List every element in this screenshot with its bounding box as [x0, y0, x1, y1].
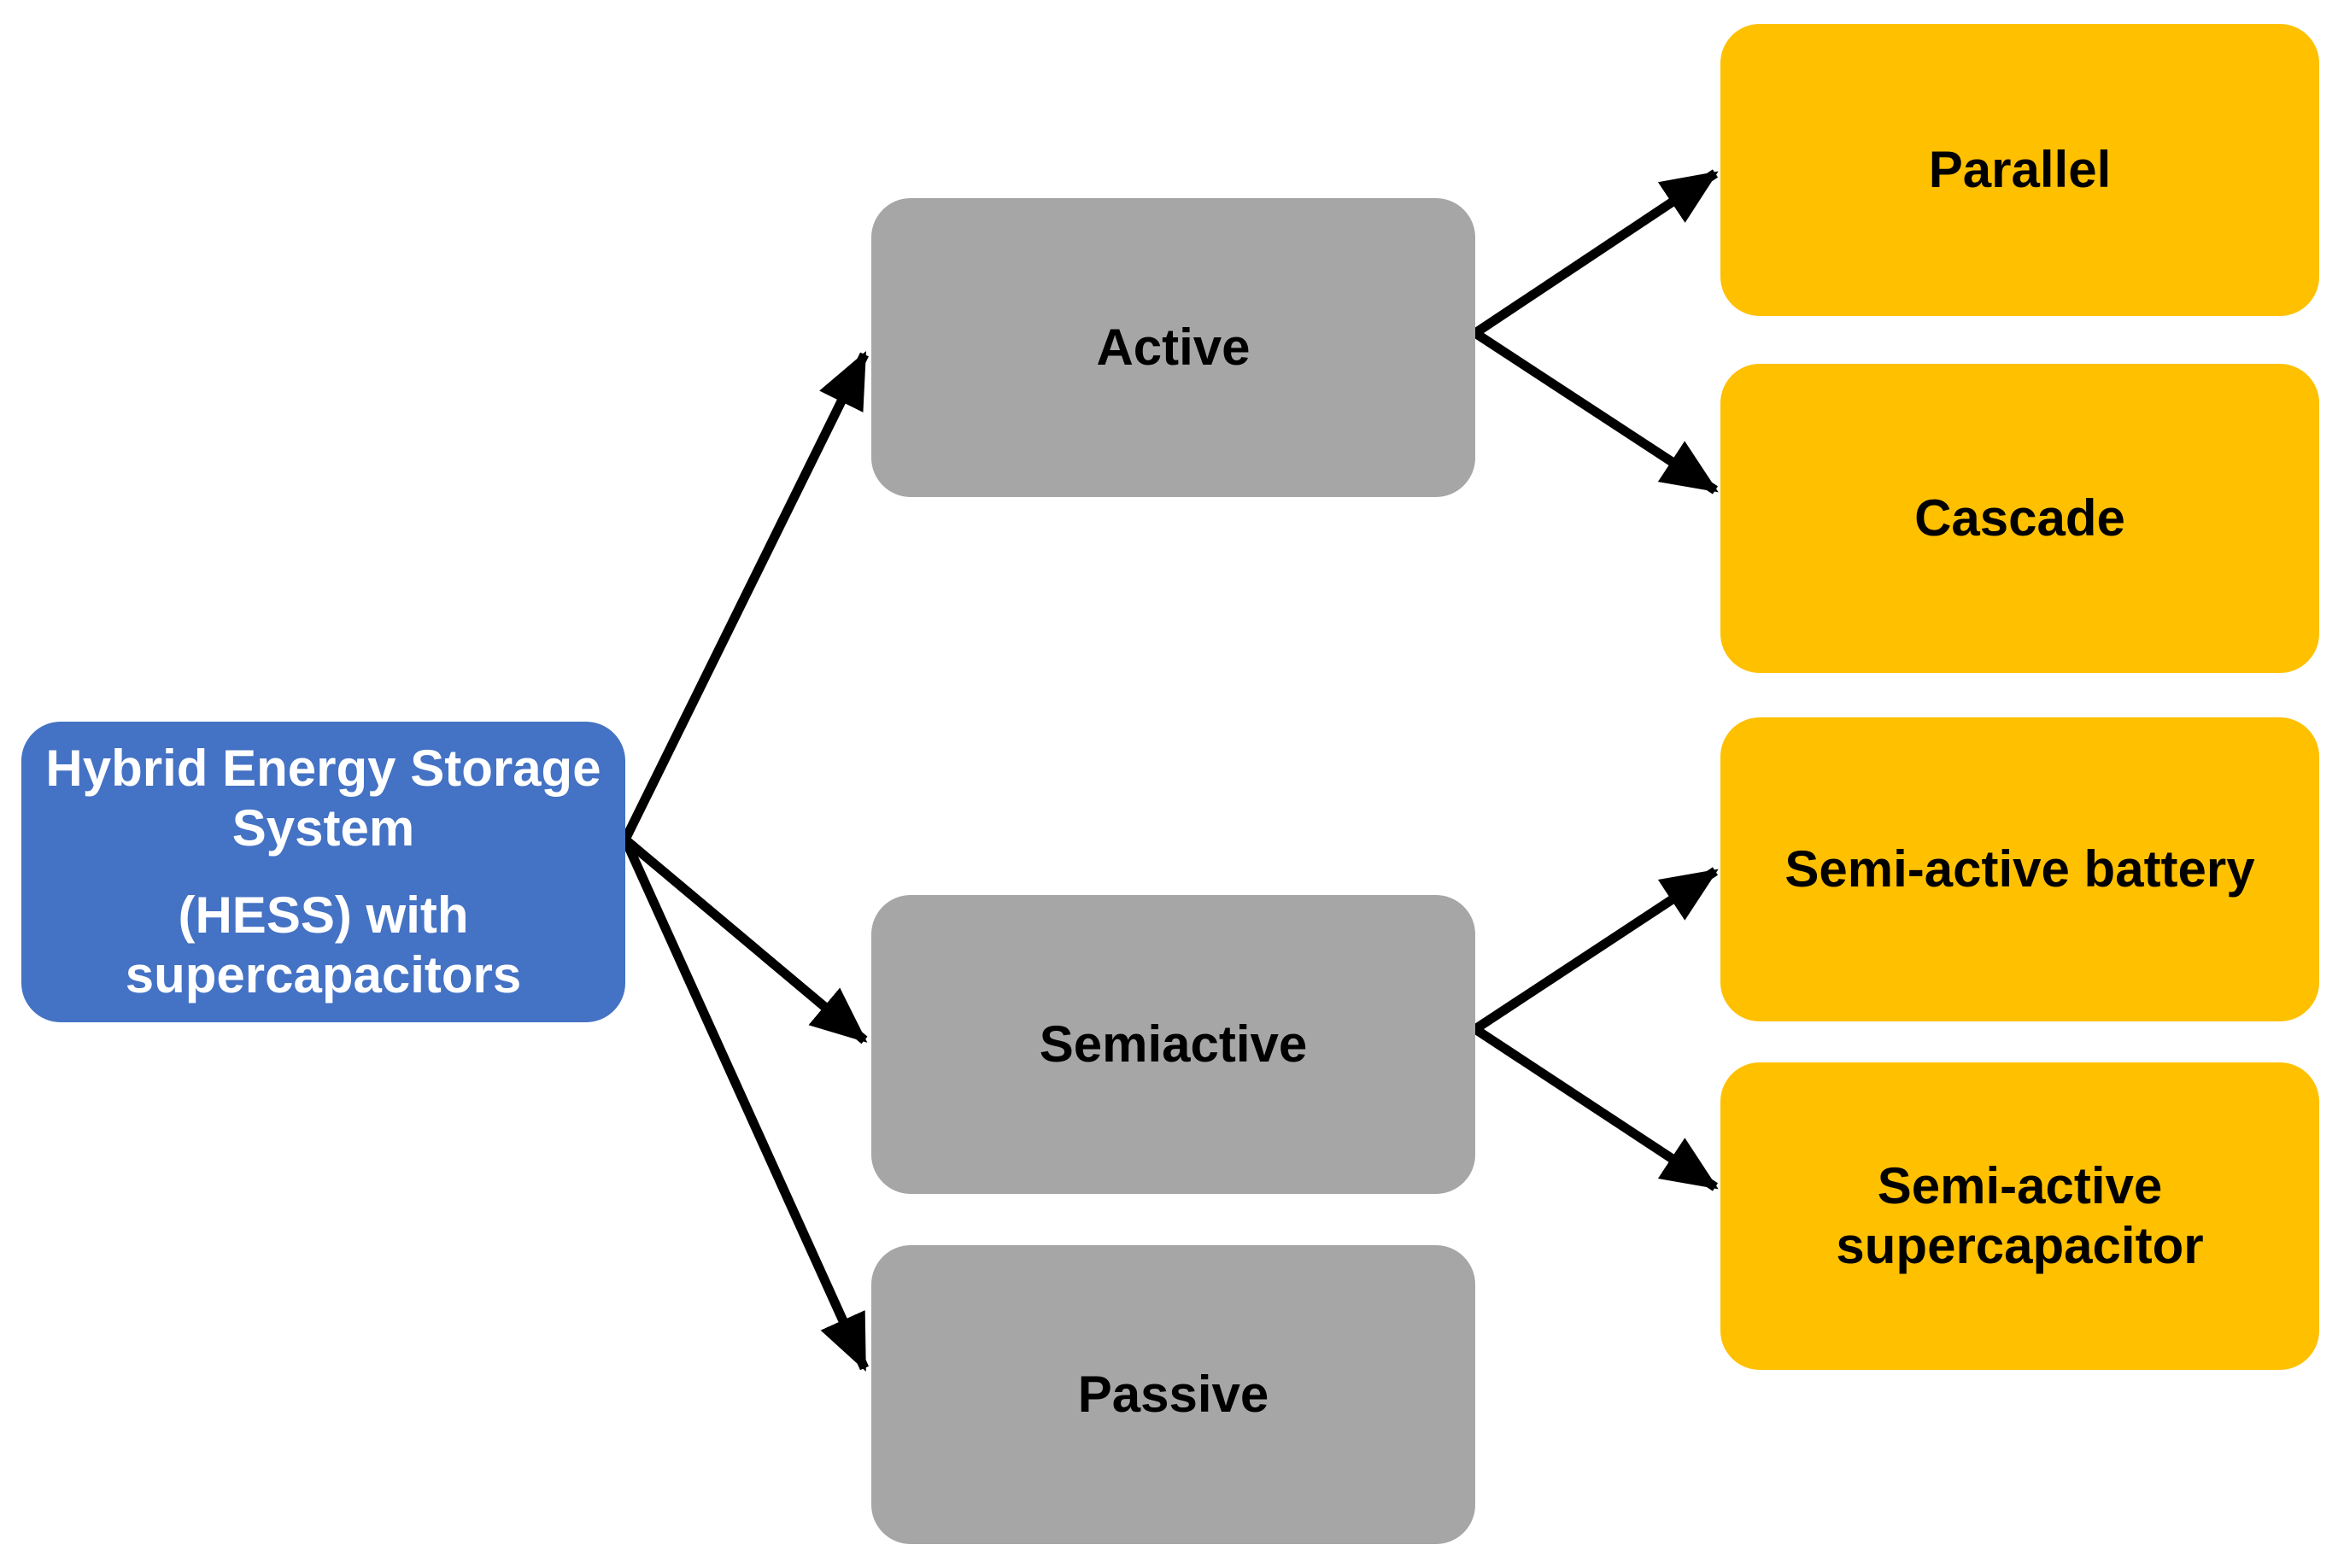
node-label-line: Passive	[1077, 1366, 1269, 1423]
node-label-line: supercapacitors	[125, 946, 522, 1003]
edge-semiactive-semi-active-supercapacitor	[1472, 1025, 1719, 1191]
node-semiactive: Semiactive	[871, 895, 1475, 1194]
node-label-line: Semiactive	[1039, 1015, 1308, 1073]
edge-semiactive-semi-active-battery	[1472, 867, 1719, 1033]
node-parallel: Parallel	[1720, 24, 2319, 316]
edge-root-active	[621, 351, 869, 842]
edge-active-cascade	[1472, 329, 1719, 494]
node-label-line: Semi-active battery	[1784, 840, 2255, 898]
node-label-line: Parallel	[1928, 141, 2112, 198]
node-active: Active	[871, 198, 1475, 497]
node-label-line: (HESS) with	[178, 886, 469, 944]
edge-root-passive	[620, 837, 870, 1372]
node-semi-active-battery: Semi-active battery	[1720, 717, 2319, 1021]
edge-root-semiactive	[622, 835, 868, 1044]
node-label-line: Active	[1096, 319, 1251, 376]
node-passive: Passive	[871, 1245, 1475, 1544]
node-label-line: Cascade	[1914, 489, 2125, 547]
node-label-line: Semi-active	[1877, 1157, 2163, 1214]
node-semi-active-supercapacitor: Semi-active supercapacitor	[1720, 1062, 2319, 1370]
edge-active-parallel	[1472, 169, 1719, 337]
node-cascade: Cascade	[1720, 364, 2319, 673]
node-hybrid-energy-storage-system: Hybrid Energy Storage System (HESS) with…	[21, 722, 625, 1022]
node-label-line: supercapacitor	[1836, 1217, 2204, 1274]
node-label-line: Hybrid Energy Storage	[45, 740, 601, 797]
node-label-line: System	[231, 799, 415, 857]
